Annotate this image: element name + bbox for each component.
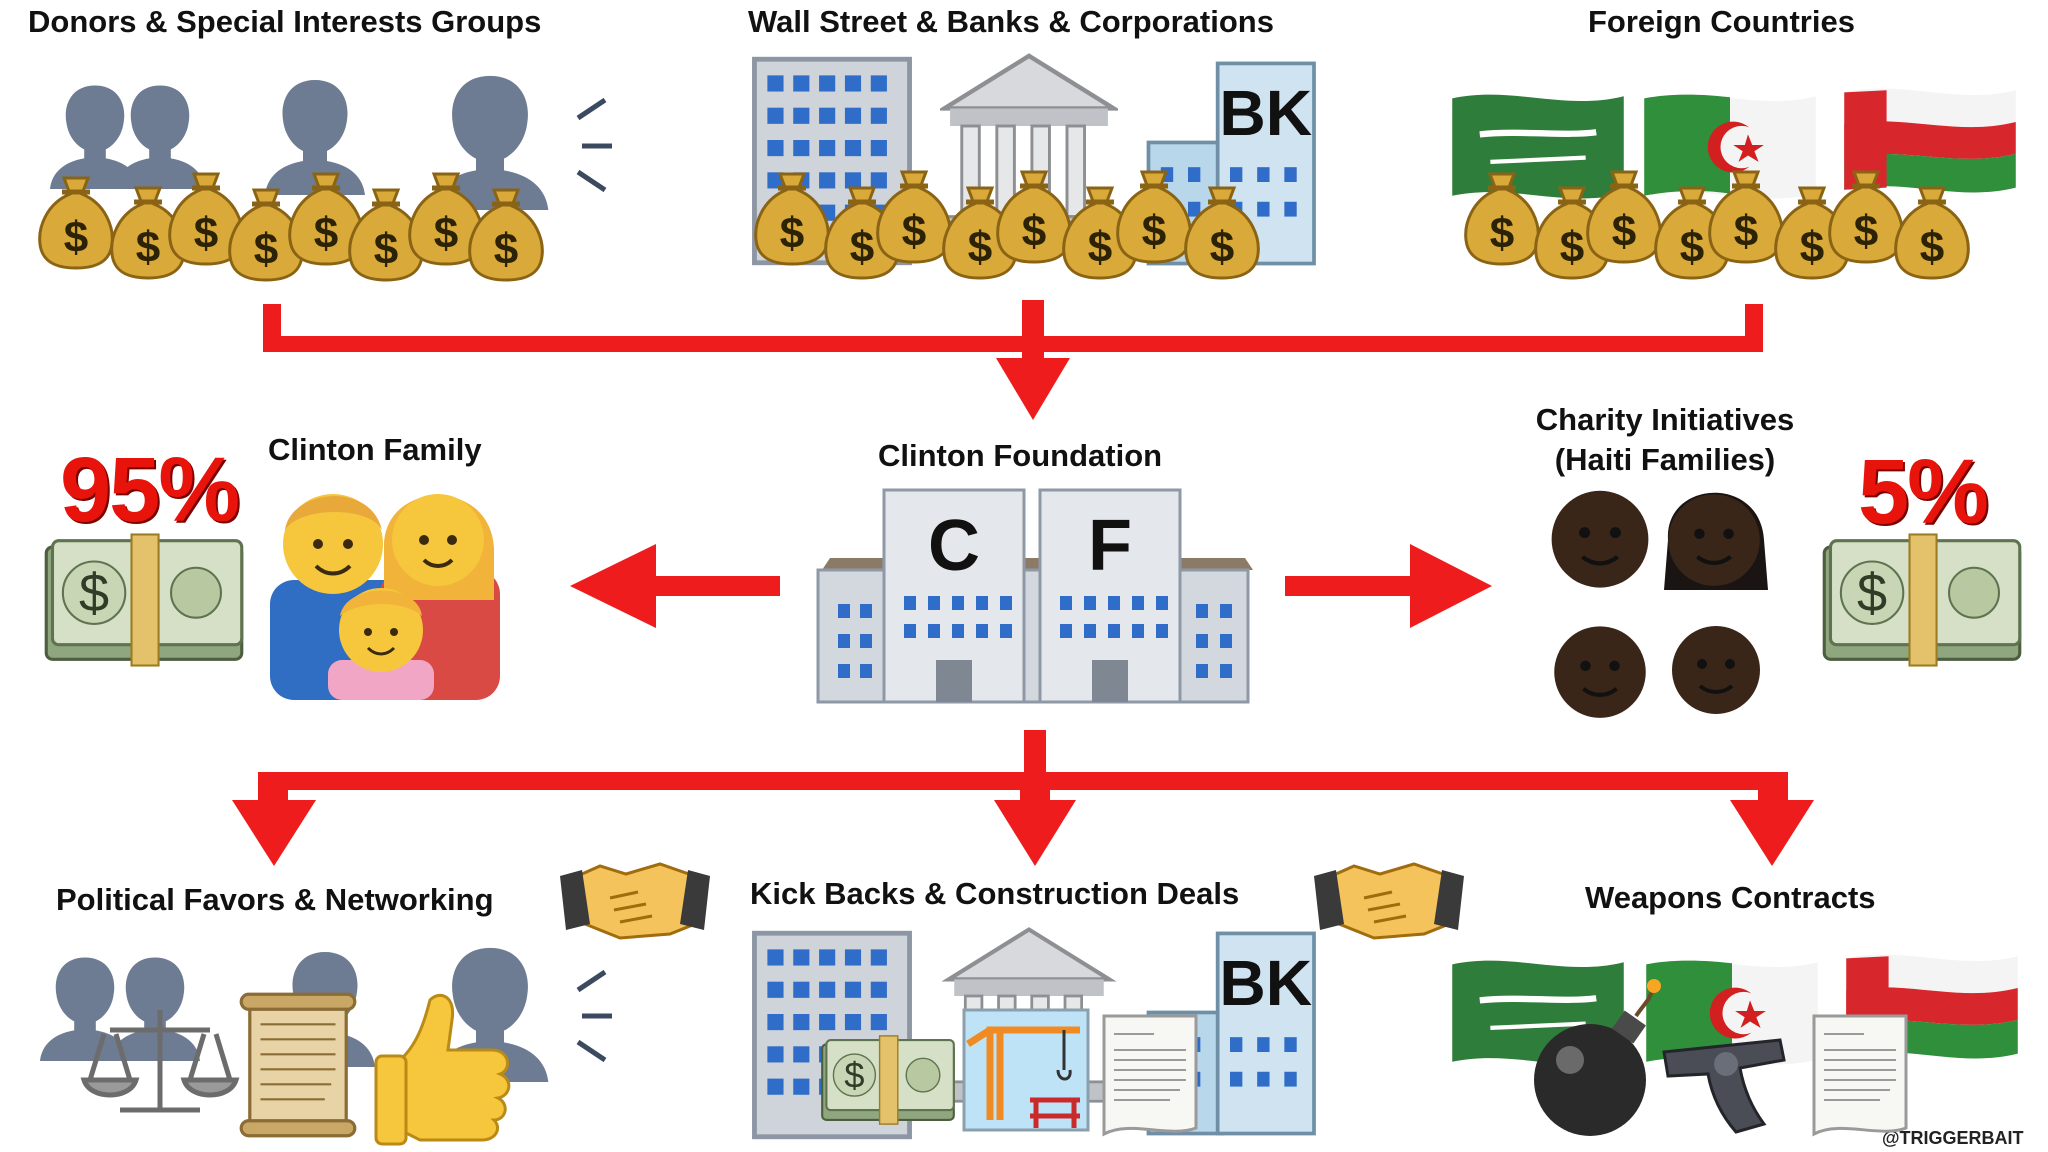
down-arrow-head — [1730, 800, 1814, 866]
weapons-group — [1452, 954, 2018, 1136]
down-arrow-head — [232, 800, 316, 866]
foreign-group — [1452, 88, 2016, 278]
side-arrows — [570, 544, 1492, 628]
person-silhouette-icon — [115, 85, 205, 189]
document-icon — [1102, 1014, 1198, 1136]
man-face-icon — [1552, 491, 1649, 588]
kickbacks-label: Kick Backs & Construction Deals — [750, 876, 1240, 911]
foreign-label: Foreign Countries — [1588, 4, 1855, 39]
money-bag-icon — [40, 178, 113, 268]
flag-icon — [1452, 95, 1624, 199]
charity-label: Charity Initiatives (Haiti Families) — [1505, 400, 1825, 480]
money-bag-icon — [1896, 188, 1969, 278]
handshake-icon — [1314, 862, 1464, 940]
wallstreet-group — [754, 56, 1316, 278]
baby-face-icon — [1670, 624, 1762, 716]
woman-face-icon — [1668, 494, 1760, 586]
pistol-icon — [1662, 1038, 1786, 1134]
document-icon — [1812, 1014, 1908, 1136]
charity-label-line1: Charity Initiatives — [1535, 402, 1795, 437]
down-arrow-head — [994, 800, 1076, 866]
watermark: @TRIGGERBAIT — [1882, 1128, 2024, 1148]
speech-lines-icon — [576, 97, 612, 193]
donors-group — [40, 75, 612, 280]
kickbacks-group — [754, 930, 1316, 1137]
person-silhouette-icon — [110, 957, 200, 1061]
speech-lines-icon — [576, 969, 612, 1063]
handshake-icon — [560, 862, 710, 940]
building-letter-f: F — [1088, 506, 1132, 586]
money-stack-icon — [1822, 532, 2022, 668]
flag-icon — [1644, 94, 1816, 199]
money-stack-icon — [821, 1034, 955, 1126]
charity-label-line2: (Haiti Families) — [1554, 442, 1776, 477]
left-arrow-shaft — [650, 576, 780, 596]
family-icon — [270, 494, 500, 700]
crane-icon — [962, 1008, 1090, 1132]
haiti-families-icon — [1552, 491, 1768, 718]
donors-label: Donors & Special Interests Groups — [28, 4, 542, 39]
clinton-family-label: Clinton Family — [268, 432, 482, 467]
building-letter-c: C — [928, 506, 980, 586]
scales-icon — [80, 1010, 240, 1113]
girl-face-icon — [1554, 626, 1646, 718]
wallstreet-label: Wall Street & Banks & Corporations — [748, 4, 1274, 39]
money-stack-icon — [44, 532, 244, 668]
right-arrow-head — [1410, 544, 1492, 628]
scroll-icon — [239, 992, 357, 1138]
family-percent: 95% — [60, 439, 240, 541]
top-merge-arrow — [263, 300, 1763, 420]
political-label: Political Favors & Networking — [56, 882, 494, 917]
building-door — [1092, 660, 1128, 702]
down-arrow-head — [996, 358, 1070, 420]
arrow-segment — [1022, 300, 1044, 360]
clinton-foundation-label: Clinton Foundation — [878, 438, 1163, 473]
left-arrow-head — [570, 544, 656, 628]
bottom-split-arrow — [232, 730, 1814, 866]
building-windows — [838, 596, 1232, 678]
right-arrow-shaft — [1285, 576, 1415, 596]
weapons-label: Weapons Contracts — [1585, 880, 1876, 915]
arrow-segment — [263, 336, 1763, 352]
charity-percent: 5% — [1858, 441, 1989, 543]
bomb-icon — [1534, 979, 1661, 1136]
thumbs-up-icon — [374, 994, 511, 1146]
clinton-foundation-building: C F — [816, 488, 1253, 704]
political-group — [40, 947, 612, 1146]
building-door — [936, 660, 972, 702]
